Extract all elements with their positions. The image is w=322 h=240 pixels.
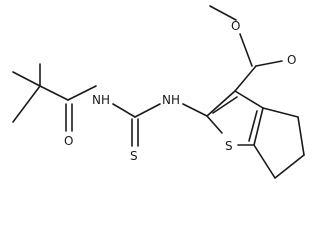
bond	[248, 110, 258, 142]
sulfur-label: S	[225, 139, 233, 153]
bond	[206, 115, 223, 134]
bond	[67, 85, 97, 101]
oxygen-label: O	[64, 134, 73, 148]
molecule-structure: O O NH NH S S O	[12, 5, 305, 179]
bond	[262, 107, 299, 118]
bonds	[12, 5, 305, 179]
bond	[212, 96, 238, 114]
nh-label: NH	[162, 93, 180, 107]
oxygen-label: O	[287, 53, 296, 67]
bond	[206, 90, 236, 117]
oxygen-label: O	[231, 19, 240, 33]
nh-label: NH	[92, 93, 110, 107]
bond	[182, 103, 208, 117]
bond	[234, 65, 257, 92]
atom-labels: O O NH NH S S O	[64, 19, 296, 163]
sulfur-label: S	[130, 149, 138, 163]
bond	[297, 116, 305, 156]
bond	[134, 103, 161, 118]
bond	[112, 103, 136, 118]
bond	[39, 85, 69, 101]
structure-canvas: O O NH NH S S O	[12, 5, 305, 179]
bond	[12, 71, 41, 87]
bond	[274, 154, 305, 179]
bond	[209, 5, 237, 21]
bond	[239, 33, 253, 67]
bond	[12, 85, 41, 123]
bond	[253, 144, 276, 179]
bond	[234, 90, 264, 109]
bond	[253, 107, 264, 146]
bond	[255, 60, 283, 67]
